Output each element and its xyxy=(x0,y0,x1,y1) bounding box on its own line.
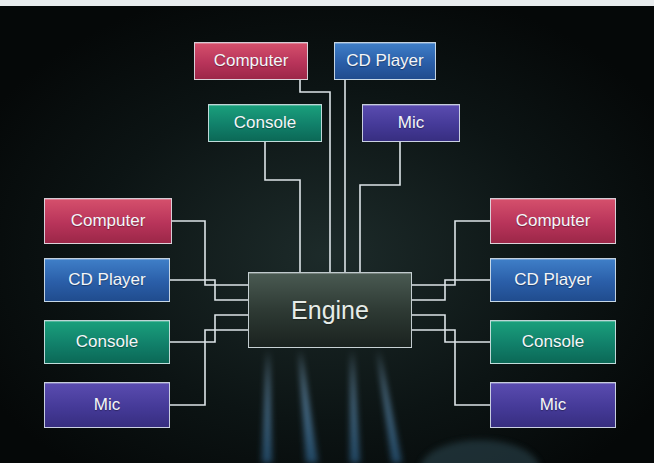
device-box: Console xyxy=(44,320,170,364)
device-box: Computer xyxy=(490,198,616,244)
node-label: Computer xyxy=(516,211,591,231)
node-label: CD Player xyxy=(68,270,145,290)
device-box: Computer xyxy=(194,42,308,80)
device-box: CD Player xyxy=(44,258,170,302)
light-beam xyxy=(378,350,402,463)
light-beam xyxy=(350,350,360,463)
connector-line xyxy=(170,330,248,405)
device-box: CD Player xyxy=(334,42,436,80)
connector-line xyxy=(170,280,248,300)
node-label: CD Player xyxy=(514,270,591,290)
device-box: Computer xyxy=(44,198,172,244)
device-box: Console xyxy=(490,320,616,364)
node-label: Console xyxy=(234,113,296,133)
node-label: Mic xyxy=(94,395,120,415)
node-label: Engine xyxy=(291,296,369,325)
connector-line xyxy=(412,280,490,300)
top-edge-strip xyxy=(0,0,654,6)
connector-line xyxy=(360,142,400,272)
connector-line xyxy=(344,80,346,272)
device-box: Mic xyxy=(490,382,616,428)
connector-line xyxy=(412,221,490,285)
node-label: Computer xyxy=(214,51,289,71)
device-box: Console xyxy=(208,104,322,142)
connector-line xyxy=(265,142,300,272)
node-label: Mic xyxy=(398,113,424,133)
connector-line xyxy=(412,315,490,342)
light-beams xyxy=(262,350,402,463)
node-label: Computer xyxy=(71,211,146,231)
device-box: Mic xyxy=(44,382,170,428)
connector-line xyxy=(170,315,248,342)
light-beam xyxy=(262,350,272,463)
node-label: CD Player xyxy=(346,51,423,71)
node-label: Console xyxy=(76,332,138,352)
node-label: Mic xyxy=(540,395,566,415)
connector-line xyxy=(412,330,490,405)
floor-glow xyxy=(420,440,540,463)
light-beam xyxy=(300,350,318,463)
connector-line xyxy=(172,221,248,285)
device-box: Mic xyxy=(362,104,460,142)
engine-box: Engine xyxy=(248,272,412,348)
device-box: CD Player xyxy=(490,258,616,302)
node-label: Console xyxy=(522,332,584,352)
